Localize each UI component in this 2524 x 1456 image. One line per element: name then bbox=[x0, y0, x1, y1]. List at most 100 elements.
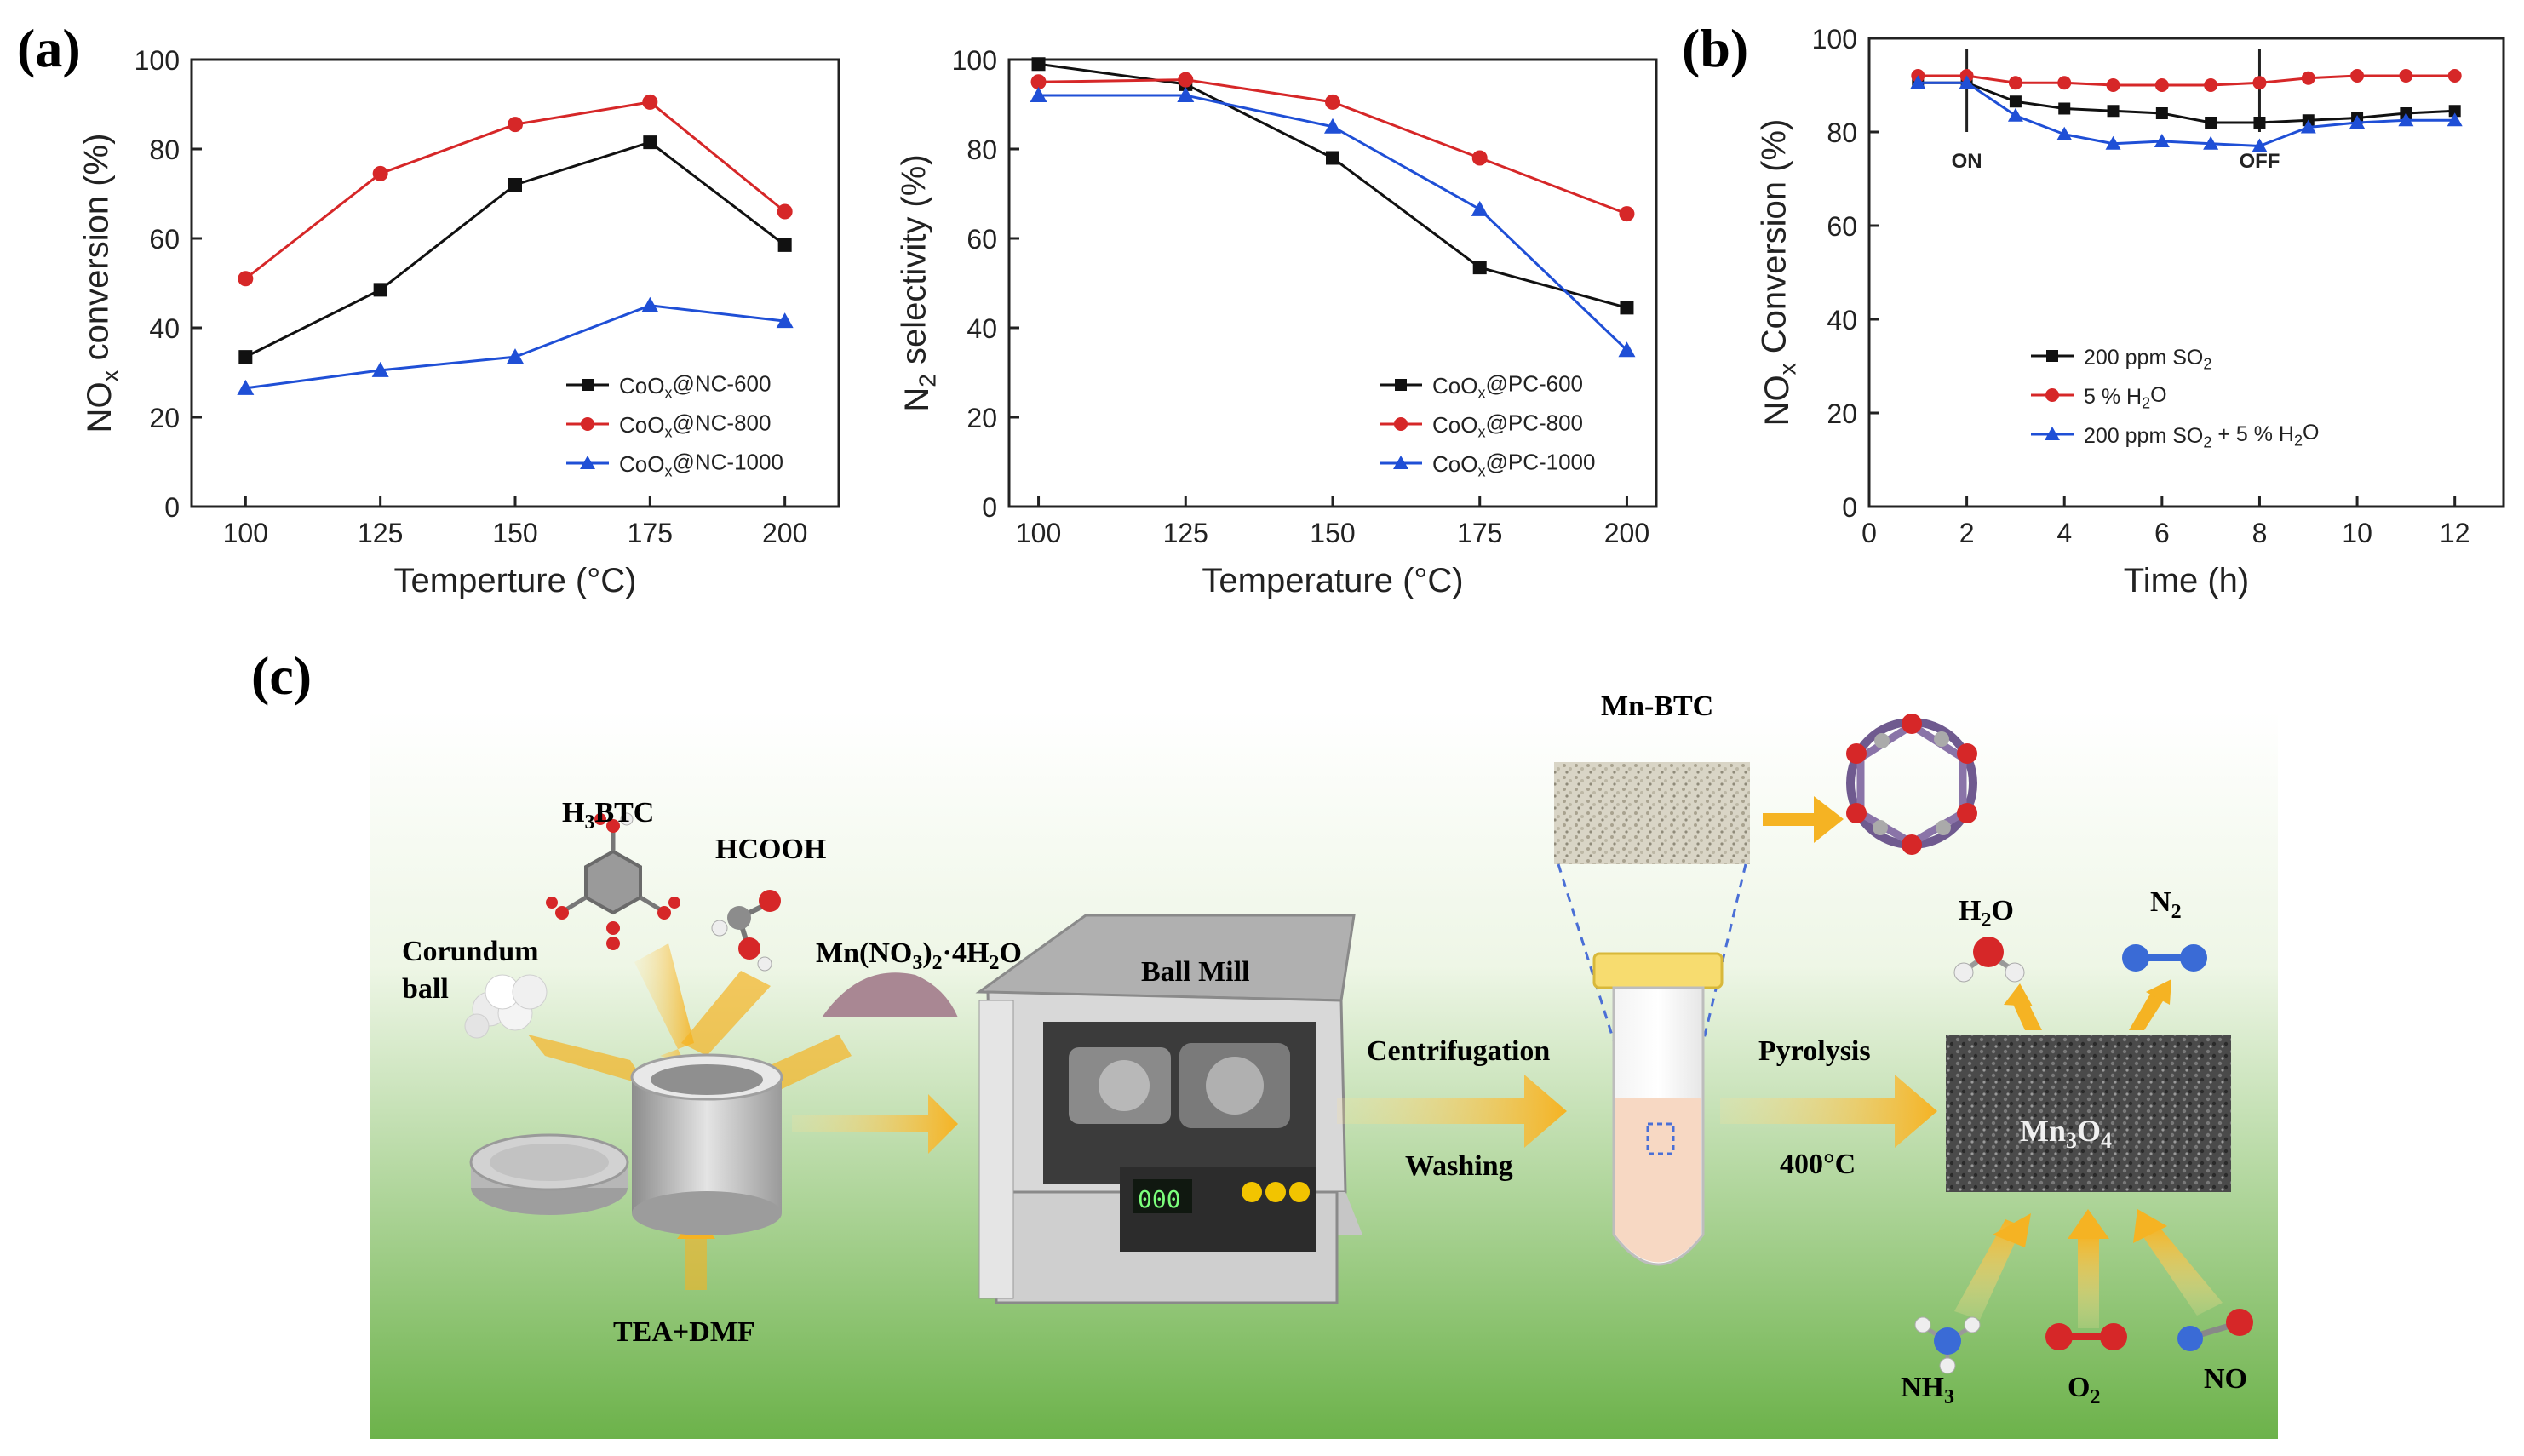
data-point bbox=[2399, 69, 2413, 83]
x-axis-label: Temperature (°C) bbox=[1202, 562, 1463, 599]
data-point bbox=[371, 361, 389, 377]
legend-swatch-marker bbox=[1395, 379, 1407, 391]
h3btc-molecule-icon bbox=[546, 812, 680, 950]
corundum-label-1: Corundum bbox=[402, 936, 539, 967]
data-point bbox=[642, 94, 658, 110]
nh3-label: NH3 bbox=[1901, 1372, 1954, 1408]
data-point bbox=[2105, 135, 2121, 150]
o2-label: O2 bbox=[2068, 1372, 2100, 1408]
data-point bbox=[641, 296, 659, 312]
y-tick-label: 60 bbox=[149, 224, 180, 255]
data-point bbox=[1471, 150, 1488, 166]
y-tick-label: 40 bbox=[149, 313, 180, 344]
data-point bbox=[2447, 69, 2462, 83]
temperature-label: 400°C bbox=[1780, 1149, 1856, 1180]
legend-swatch-marker bbox=[1394, 417, 1408, 431]
y-tick-label: 0 bbox=[1842, 492, 1857, 523]
h2o-molecule-icon bbox=[1953, 937, 2025, 983]
arrow-n2-out bbox=[2129, 989, 2167, 1030]
data-point bbox=[776, 312, 794, 329]
mof-structure-icon bbox=[1846, 714, 1977, 855]
o2-molecule-icon bbox=[2045, 1323, 2127, 1350]
legend-entry: CoOx@PC-600 bbox=[1432, 371, 1583, 402]
centrifugation-label: Centrifugation bbox=[1367, 1035, 1550, 1067]
data-point bbox=[2350, 69, 2365, 83]
data-point bbox=[643, 135, 657, 150]
x-tick-label: 125 bbox=[358, 518, 403, 548]
h2o-label: H2O bbox=[1959, 895, 2014, 931]
legend-entry: CoOx@PC-1000 bbox=[1432, 450, 1595, 480]
data-point bbox=[1618, 341, 1636, 358]
y-axis-label: NOx Conversion (%) bbox=[1755, 119, 1800, 427]
data-point bbox=[2253, 117, 2266, 129]
washing-label: Washing bbox=[1405, 1150, 1513, 1182]
y-axis-label: N2 selectivity (%) bbox=[895, 154, 940, 411]
data-point bbox=[2154, 78, 2169, 92]
data-point bbox=[1325, 94, 1340, 110]
data-point bbox=[2007, 107, 2023, 122]
tea-dmf-label: TEA+DMF bbox=[613, 1316, 755, 1348]
legend-swatch-marker bbox=[2045, 388, 2059, 402]
y-tick-label: 40 bbox=[967, 313, 997, 344]
data-point bbox=[372, 165, 388, 181]
x-tick-label: 125 bbox=[1163, 518, 1208, 548]
y-tick-label: 40 bbox=[1827, 305, 1857, 335]
x-tick-label: 175 bbox=[1457, 518, 1502, 548]
data-point bbox=[1910, 75, 1926, 89]
data-point bbox=[2349, 115, 2366, 129]
x-axis-label: Time (h) bbox=[2124, 562, 2249, 599]
nh3-molecule-icon bbox=[1914, 1316, 1981, 1374]
data-point bbox=[2056, 126, 2073, 140]
data-point bbox=[2057, 76, 2072, 90]
x-tick-label: 100 bbox=[1016, 518, 1061, 548]
data-point bbox=[1620, 301, 1634, 315]
data-point bbox=[507, 348, 524, 364]
arrow-nh3-in bbox=[1954, 1219, 2022, 1320]
x-tick-label: 0 bbox=[1861, 518, 1877, 548]
data-point bbox=[2204, 78, 2218, 92]
data-point bbox=[777, 203, 793, 220]
hcooh-molecule-icon bbox=[711, 890, 781, 972]
centrifuge-tube-icon bbox=[1592, 952, 1724, 1266]
y-tick-label: 100 bbox=[1812, 24, 1857, 54]
data-point bbox=[508, 178, 522, 192]
x-tick-label: 2 bbox=[1959, 518, 1975, 548]
data-point bbox=[2301, 71, 2315, 85]
legend-entry: 5 % H2O bbox=[2084, 383, 2167, 412]
data-point bbox=[2252, 76, 2267, 90]
panel-label-c: (c) bbox=[251, 645, 312, 706]
data-point bbox=[2155, 107, 2168, 119]
plot-frame bbox=[1867, 37, 2505, 508]
x-tick-label: 175 bbox=[628, 518, 673, 548]
data-point bbox=[1326, 151, 1339, 165]
legend-entry: 200 ppm SO2 bbox=[2084, 346, 2211, 372]
data-point bbox=[1619, 206, 1635, 222]
pyrolysis-label: Pyrolysis bbox=[1758, 1035, 1871, 1067]
mn-nitrate-powder-icon bbox=[822, 972, 958, 1017]
data-point bbox=[373, 283, 387, 297]
y-tick-label: 60 bbox=[967, 224, 997, 255]
mn3o4-catalyst-icon bbox=[1946, 1035, 2231, 1192]
x-tick-label: 200 bbox=[1604, 518, 1649, 548]
corundum-balls-icon bbox=[464, 974, 548, 1039]
arrow-o2-in bbox=[2078, 1235, 2099, 1328]
y-tick-label: 80 bbox=[1827, 118, 1857, 148]
arrow-to-centrifuge bbox=[1337, 1075, 1567, 1148]
legend-swatch-marker bbox=[2045, 427, 2060, 440]
series-line bbox=[1038, 94, 1628, 352]
h3btc-label: H3BTC bbox=[562, 797, 654, 834]
data-point bbox=[1471, 200, 1489, 216]
data-point bbox=[1031, 57, 1046, 72]
data-point bbox=[1959, 75, 1975, 89]
arrow-to-mof-structure bbox=[1763, 796, 1844, 843]
series-line bbox=[244, 140, 786, 358]
x-tick-label: 150 bbox=[1310, 518, 1355, 548]
mn-btc-label: Mn-BTC bbox=[1601, 691, 1713, 722]
data-point bbox=[2008, 76, 2022, 90]
data-point bbox=[1030, 87, 1047, 102]
milling-jar-icon bbox=[469, 1053, 783, 1235]
y-tick-label: 100 bbox=[135, 45, 180, 76]
